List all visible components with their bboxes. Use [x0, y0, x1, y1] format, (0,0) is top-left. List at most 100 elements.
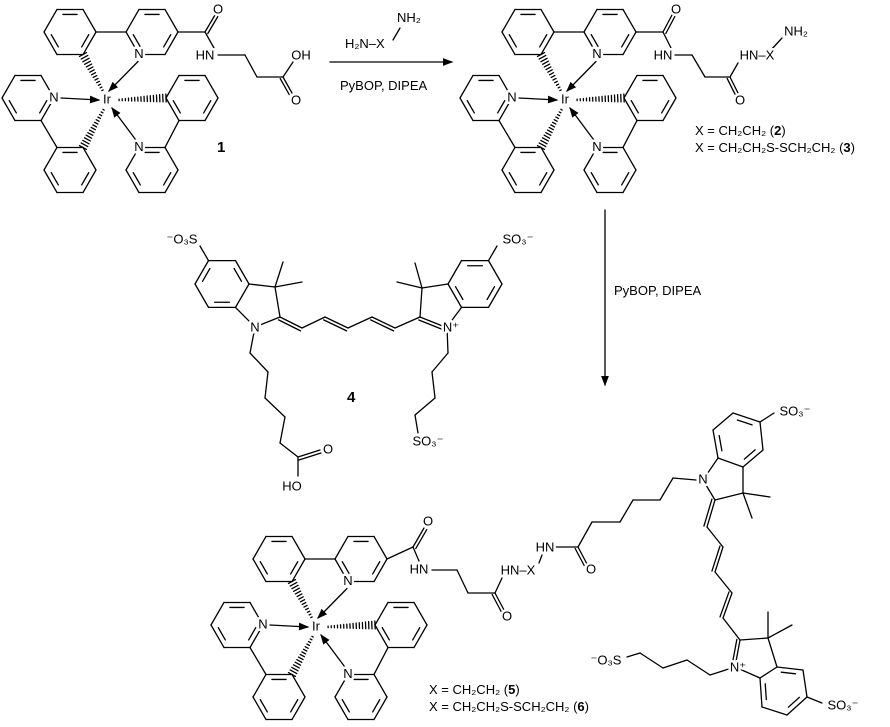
- ring-bond: [252, 558, 267, 583]
- hashed-bond: [310, 616, 313, 619]
- single-bond: [40, 119, 58, 149]
- single-bond: [396, 281, 423, 289]
- double-bond: [412, 527, 425, 548]
- ring-bond: [165, 97, 180, 122]
- ring-bond: [234, 283, 250, 309]
- hashed-bond: [102, 108, 105, 111]
- atom-label-o3s: ⁻O₃S: [591, 652, 622, 667]
- ring-double-bond: [661, 99, 670, 114]
- ring-bond: [623, 97, 638, 122]
- ring-double-bond: [259, 560, 268, 575]
- reagent-amine: H₂N–X: [345, 36, 385, 51]
- hashed-bond: [87, 131, 94, 136]
- dative-bond: [518, 95, 559, 104]
- single-bond: [770, 37, 783, 51]
- ring-bond: [82, 146, 97, 171]
- hashed-bond: [298, 596, 304, 600]
- ring-bond: [712, 429, 719, 459]
- hashed-bond: [85, 134, 93, 139]
- ring-double-bond: [736, 419, 753, 426]
- chain-bond: [248, 283, 276, 288]
- hashed-bond: [299, 599, 306, 603]
- ring-bond: [622, 146, 637, 171]
- single-bond: [199, 245, 210, 262]
- atom-label-ir: Ir: [561, 91, 570, 106]
- single-bond: [301, 316, 326, 329]
- hashed-bond: [294, 661, 302, 666]
- ring-bond: [622, 169, 637, 194]
- hashed-bond: [546, 129, 553, 134]
- ring-double-bond: [630, 99, 639, 114]
- hashed-bond: [94, 77, 99, 81]
- ring-bond: [43, 31, 58, 56]
- hashed-bond: [96, 80, 100, 84]
- ring-bond: [732, 412, 761, 423]
- reagent-coupling-1: PyBOP, DIPEA: [340, 78, 428, 93]
- hashed-bond: [80, 54, 89, 60]
- atom-label-nh2: NH₂: [784, 23, 808, 38]
- hashed-bond: [552, 77, 557, 81]
- chain-bond: [274, 286, 281, 318]
- single-bond: [274, 281, 303, 288]
- hashed-bond: [98, 113, 103, 117]
- ring-bond: [373, 535, 388, 560]
- dative-bond: [108, 60, 139, 92]
- single-bond: [734, 666, 761, 679]
- ring-bond: [583, 8, 598, 33]
- ring-double-bond: [486, 286, 496, 301]
- double-bond: [703, 498, 713, 527]
- ring-bond: [82, 31, 97, 56]
- compound-3-definition: X = CH₂CH₂S-SCH₂CH₂ (3): [695, 140, 855, 155]
- hashed-bond: [304, 646, 309, 649]
- atom-label-hn: HN: [536, 539, 555, 554]
- single-bond: [446, 306, 463, 328]
- double-bond: [277, 319, 302, 332]
- chain-bond: [264, 371, 269, 399]
- ring-double-bond: [780, 671, 797, 675]
- chain-bond: [279, 416, 286, 444]
- compound-2-definition: X = CH₂CH₂ (2): [695, 123, 786, 138]
- ring-double-bond: [132, 171, 141, 186]
- hashed-bond: [292, 587, 301, 592]
- chain-bond: [672, 477, 697, 481]
- ring-bond: [786, 696, 808, 716]
- x-definition: X = CH₂CH₂S-SCH₂CH₂: [429, 699, 569, 714]
- atom-label-o: O: [735, 92, 745, 107]
- hashed-bond: [550, 74, 556, 79]
- atom-label-n: N: [258, 616, 267, 631]
- ring-bond: [759, 677, 763, 708]
- ring-bond: [501, 169, 516, 194]
- single-bond: [274, 261, 284, 288]
- chain-bond: [431, 352, 449, 373]
- chain-bond: [244, 54, 258, 78]
- hashed-bond: [555, 83, 560, 87]
- ring-bond: [334, 673, 349, 698]
- hashed-bond: [538, 142, 547, 148]
- hashed-bond: [95, 119, 100, 122]
- single-bond: [494, 577, 503, 594]
- ring-double-bond: [132, 33, 141, 48]
- single-bond: [806, 696, 823, 704]
- chain-bond: [619, 499, 634, 523]
- ring-bond: [125, 146, 140, 171]
- hashed-bond: [92, 124, 98, 128]
- hashed-bond: [553, 119, 558, 122]
- hashed-bond: [541, 137, 549, 142]
- ring-bond: [1, 74, 16, 99]
- ring-double-bond: [539, 33, 548, 48]
- ring-double-bond: [290, 698, 299, 713]
- hashed-bond: [289, 669, 298, 675]
- hashed-bond: [287, 578, 297, 585]
- ring-bond: [249, 601, 264, 626]
- double-bond: [719, 591, 730, 618]
- ring-double-bond: [497, 99, 506, 114]
- chain-bond: [662, 659, 688, 669]
- atom-label-ir: Ir: [312, 618, 321, 633]
- reagent-coupling-2: PyBOP, DIPEA: [614, 283, 702, 298]
- hashed-bond: [536, 144, 546, 151]
- double-bond: [711, 545, 721, 572]
- ring-double-bond: [233, 267, 243, 282]
- single-bond: [714, 492, 744, 501]
- ring-bond: [622, 31, 637, 56]
